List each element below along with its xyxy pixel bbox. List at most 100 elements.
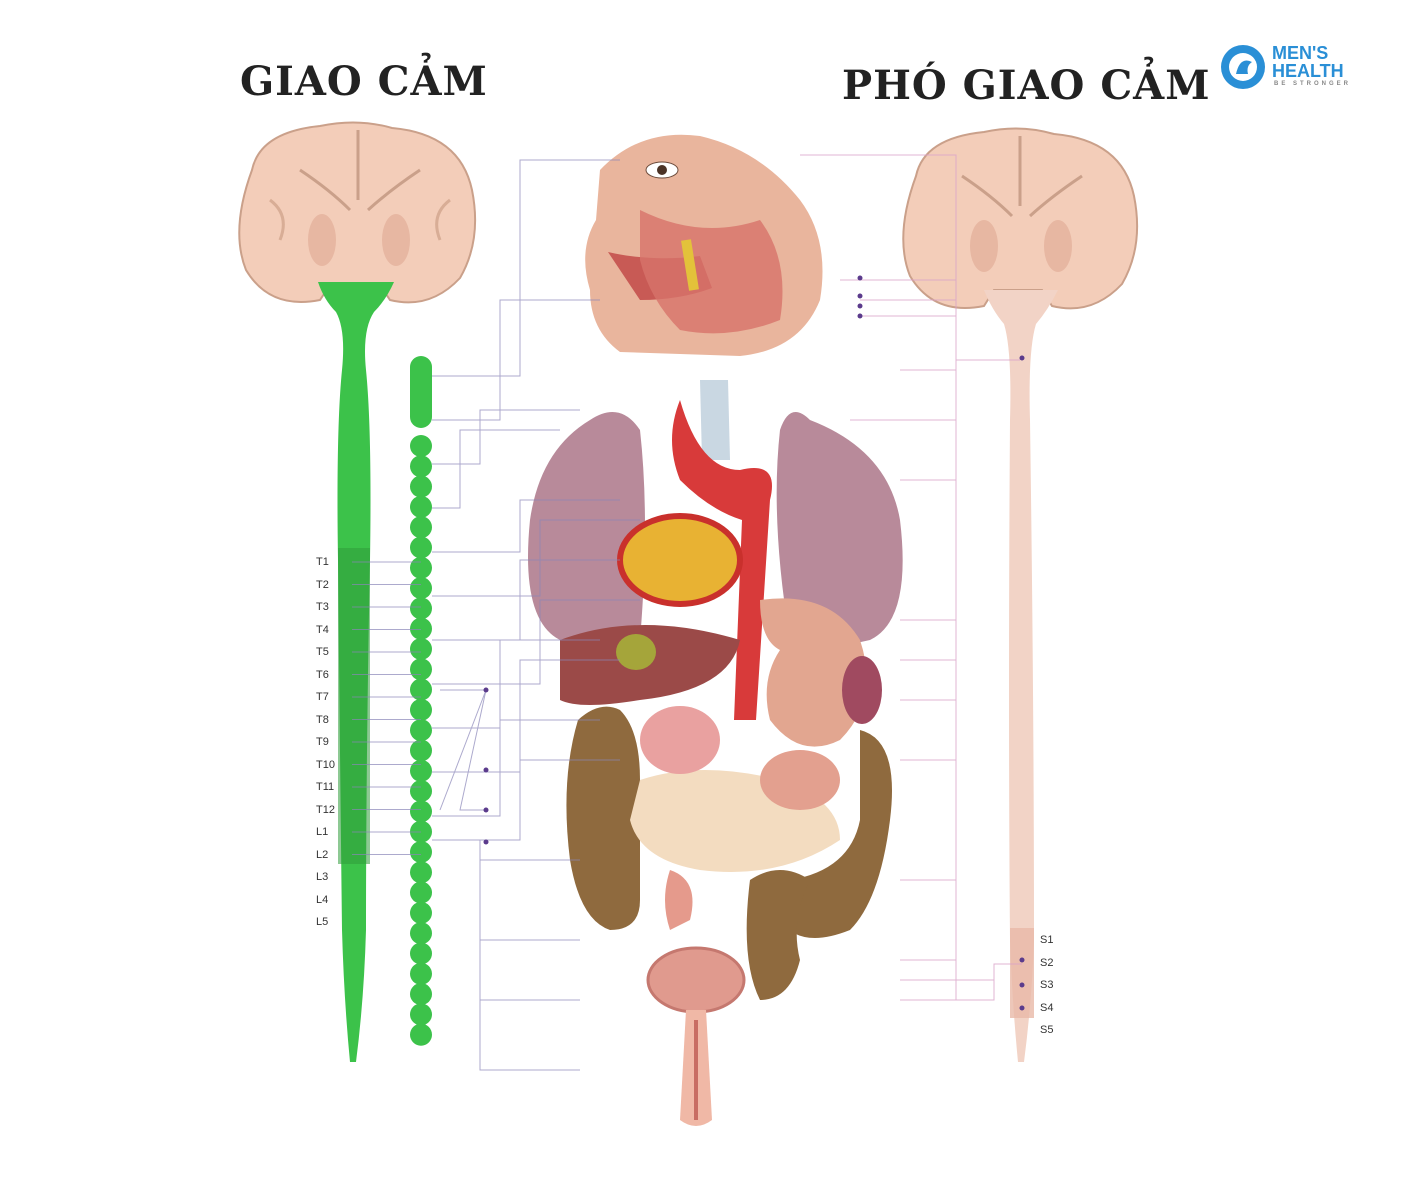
chain-ganglion [410,922,432,945]
chain-ganglion [410,861,432,884]
spleen [842,656,882,724]
nerve-line [432,639,600,729]
ganglion-dot [857,313,863,319]
chain-ganglion [410,577,432,600]
chain-ganglion [410,719,432,742]
face-head [585,134,823,356]
ganglion-dot [483,687,489,693]
segment-label-s5: S5 [1040,1024,1054,1036]
title-sympathetic: GIAO CẢM [240,58,488,105]
lung-left [528,412,645,645]
ganglion-dot [1019,957,1025,963]
segment-label-t10: T10 [316,758,335,771]
chain-ganglion [410,597,432,620]
thoracolumbar-region [338,548,370,864]
nerve-line [900,963,1022,981]
nerve-line [432,159,620,377]
chain-ganglion [410,901,432,924]
chain-ganglion [410,536,432,559]
chain-ganglion [410,455,432,478]
nerve-line [432,519,640,597]
logo-tagline: BE STRONGER [1274,81,1352,87]
title-parasympathetic: PHÓ GIAO CẢM [842,62,1211,109]
segment-label-l5: L5 [316,916,329,928]
liver [560,625,740,705]
nerve-line [900,359,1020,661]
sympathetic-chain [410,356,432,1046]
ganglion-dot [1019,355,1025,361]
nerve-line [900,963,1022,1001]
chain-ganglion [410,475,432,498]
nerve-line [850,359,1020,421]
nerve-line [900,359,1020,1001]
chain-ganglion [410,1003,432,1026]
nerve-line [432,659,620,773]
segment-label-s1: S1 [1040,934,1054,946]
nerve-line [432,839,580,1071]
ganglion-dot [483,839,489,845]
segment-label-t7: T7 [316,691,329,703]
ganglion-dot [1019,1005,1025,1011]
segment-label-s2: S2 [1040,956,1054,969]
nerve-line [432,499,620,553]
brain-right [902,127,1139,310]
logo-icon [1221,45,1265,89]
ganglion-dot [857,293,863,299]
nerve-connections [352,159,640,1071]
nerve-line [900,359,1020,701]
chain-ganglion [410,962,432,985]
nerve-line [432,599,640,685]
chain-ganglion [410,698,432,721]
nerve-line [439,689,487,811]
nerve-line [440,689,487,811]
ganglion-dot [483,767,489,773]
chain-ganglion [410,658,432,681]
stomach [760,598,867,747]
gallbladder [616,634,656,670]
internal-organs [528,380,903,1126]
spinal-cord-parasympathetic [984,290,1058,1062]
segment-label-t1: T1 [316,556,329,568]
chain-ganglion [410,435,432,457]
ganglion-dot [857,275,863,281]
aorta [672,400,772,720]
nerve-line [900,359,1020,621]
chain-ganglion [410,617,432,640]
nerve-line [432,429,560,509]
chain-ganglion [410,516,432,539]
chain-ganglion [410,1023,432,1046]
parasympathetic-connections [800,154,1022,1001]
large-intestine [566,706,640,930]
ganglion-dot [483,807,489,813]
trachea [700,380,730,460]
segment-label-t8: T8 [316,713,329,726]
chain-ganglion [410,556,432,579]
segment-label-t2: T2 [316,578,329,591]
nerve-line [860,315,1020,361]
segment-label-l2: L2 [316,848,329,861]
chain-ganglion [410,800,432,823]
segment-label-l1: L1 [316,826,329,838]
segment-label-t6: T6 [316,668,329,681]
logo-line1: MEN'S [1272,43,1329,63]
nerve-line [432,409,580,465]
heart [617,513,743,607]
chain-ganglion [410,881,432,904]
mens-health-logo: MEN'S HEALTH BE STRONGER [1218,42,1368,96]
nerve-line [432,719,600,817]
rectum [665,870,693,930]
chain-ganglion [410,841,432,863]
segment-label-s3: S3 [1040,979,1054,991]
segment-label-s4: S4 [1040,1001,1054,1014]
brain-left [238,121,477,304]
nerve-line [432,559,620,641]
sigmoid-colon [746,870,810,1000]
ganglion-dot [857,303,863,309]
nerve-line [432,839,580,941]
nerve-line [900,359,1020,371]
segment-label-t11: T11 [316,781,335,793]
chain-ganglion [410,759,432,782]
chain-ganglion [410,942,432,965]
chain-ganglion [410,983,432,1006]
